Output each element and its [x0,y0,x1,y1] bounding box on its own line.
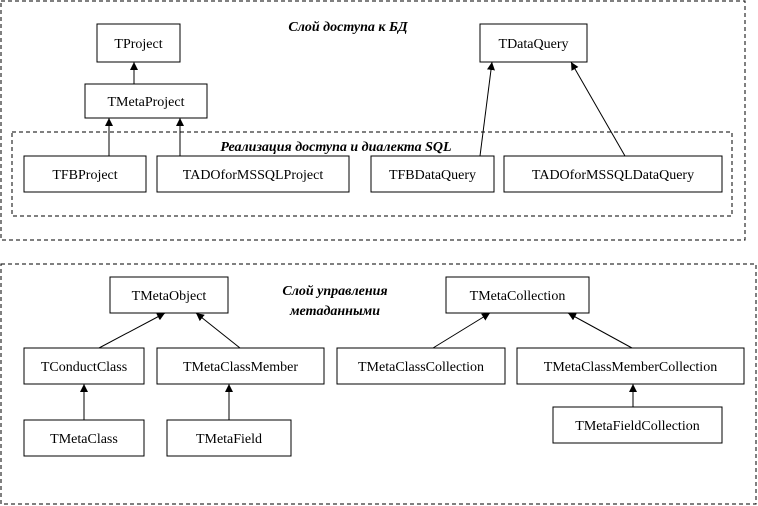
class-label-tmetaclasscollection: TMetaClassCollection [358,360,484,375]
arrow-tfbdataquery-tdataquery [479,61,495,157]
class-box-tmetacollection [445,276,590,314]
db-access-layer-title: Слой доступа к БД [288,20,408,35]
class-label-tproject: TProject [114,37,162,52]
arrow-tmetaclasscollection-tmetacollection [432,312,491,349]
arrow-tconductclass-tmetaobject [98,312,166,349]
inheritance-arrows [80,61,637,420]
class-label-tmetaclassmembercollection: TMetaClassMemberCollection [544,360,717,375]
class-box-tmetaproject [84,83,208,119]
class-label-tconductclass: TConductClass [41,360,127,375]
class-boxes: TProject TMetaProject TFBProject TADOfor… [23,23,745,457]
class-box-tconductclass [23,347,145,385]
sql-dialect-title-bg [210,135,460,155]
class-label-tmetafieldcollection: TMetaFieldCollection [575,419,699,434]
metadata-layer-title-line2: метаданными [289,304,380,319]
class-label-tmetaclassmember: TMetaClassMember [183,360,298,375]
class-label-tfbproject: TFBProject [52,168,117,183]
class-box-tproject [96,23,181,63]
class-box-tfbdataquery [370,155,495,193]
class-box-tmetaclassmember [156,347,325,385]
class-box-tfbproject [23,155,147,193]
arrow-tmetaclassmember-tmetaobject [195,312,241,349]
class-label-tmetacollection: TMetaCollection [470,289,566,304]
class-box-tmetaobject [109,276,229,314]
class-box-tmetafieldcollection [552,406,723,444]
class-box-tmetaclassmembercollection [516,347,745,385]
metadata-layer-frame [0,263,757,505]
metadata-layer-title-line1: Слой управления [282,284,387,299]
class-box-tadoformssqldataquery [503,155,723,193]
class-label-tfbdataquery: TFBDataQuery [389,168,476,183]
class-label-tmetafield: TMetaField [196,432,262,447]
class-label-tadoformssqlproject: TADOforMSSQLProject [183,168,324,183]
class-label-tmetaclass: TMetaClass [50,432,118,447]
class-box-tmetafield [166,419,292,457]
arrow-tadoformssqldataquery-tdataquery [570,61,626,157]
class-label-tdataquery: TDataQuery [499,37,569,52]
class-label-tmetaobject: TMetaObject [132,289,207,304]
class-label-tmetaproject: TMetaProject [108,95,185,110]
class-box-tmetaclasscollection [336,347,506,385]
sql-dialect-subframe [11,131,733,217]
class-label-tadoformssqldataquery: TADOforMSSQLDataQuery [532,168,694,183]
class-box-tadoformssqlproject [156,155,350,193]
db-access-layer-frame [0,0,746,241]
sql-dialect-title: Реализация доступа и диалекта SQL [220,140,451,155]
arrow-tmetaclassmembercollection-tmetacollection [567,312,633,349]
class-box-tmetaclass [23,419,145,457]
class-box-tdataquery [479,23,588,63]
